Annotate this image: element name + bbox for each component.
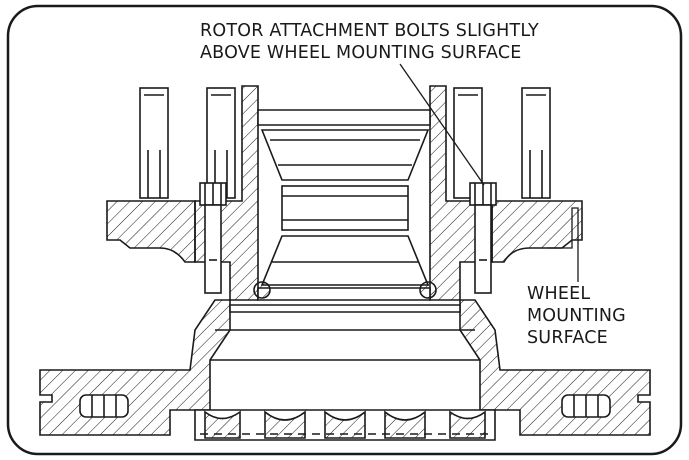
hub-bore-wall [210, 329, 480, 361]
leader-wheel-surface [548, 207, 579, 282]
lower-bearing [257, 235, 431, 301]
seal-right [419, 281, 437, 299]
rotor-bolts-callout: ROTOR ATTACHMENT BOLTS SLIGHTLY ABOVE WH… [200, 20, 539, 64]
wheel-mounting-surface-callout: WHEEL MOUNTING SURFACE [527, 283, 626, 349]
diagram-border [6, 4, 683, 456]
wheel-stud-right-inner [453, 87, 483, 199]
tone-ring [194, 409, 496, 441]
hub-flange-left [106, 200, 196, 263]
rotor-bolt-left [199, 182, 227, 294]
lower-nut-left [79, 394, 129, 418]
hub-bore [229, 304, 461, 313]
wheel-surface-callout-line2: MOUNTING [527, 306, 626, 326]
rotor-bolts-callout-line1: ROTOR ATTACHMENT BOLTS SLIGHTLY [200, 21, 539, 41]
rotor-bolts-callout-line2: ABOVE WHEEL MOUNTING SURFACE [200, 43, 522, 63]
wheel-surface-callout-line3: SURFACE [527, 328, 608, 348]
seal-left [253, 281, 271, 299]
wheel-stud-left-inner [206, 87, 236, 199]
wheel-stud-left-outer [139, 87, 169, 199]
wheel-stud-right-outer [521, 87, 551, 199]
leader-rotor-bolts [399, 63, 485, 186]
rotor-bolt-right [469, 182, 497, 294]
hub-flange-right [491, 200, 583, 263]
hub-drawing [39, 63, 651, 441]
upper-bearing [257, 109, 431, 181]
wheel-surface-callout-line1: WHEEL [527, 284, 591, 304]
spacer [281, 185, 409, 231]
lower-nut-right [561, 394, 611, 418]
